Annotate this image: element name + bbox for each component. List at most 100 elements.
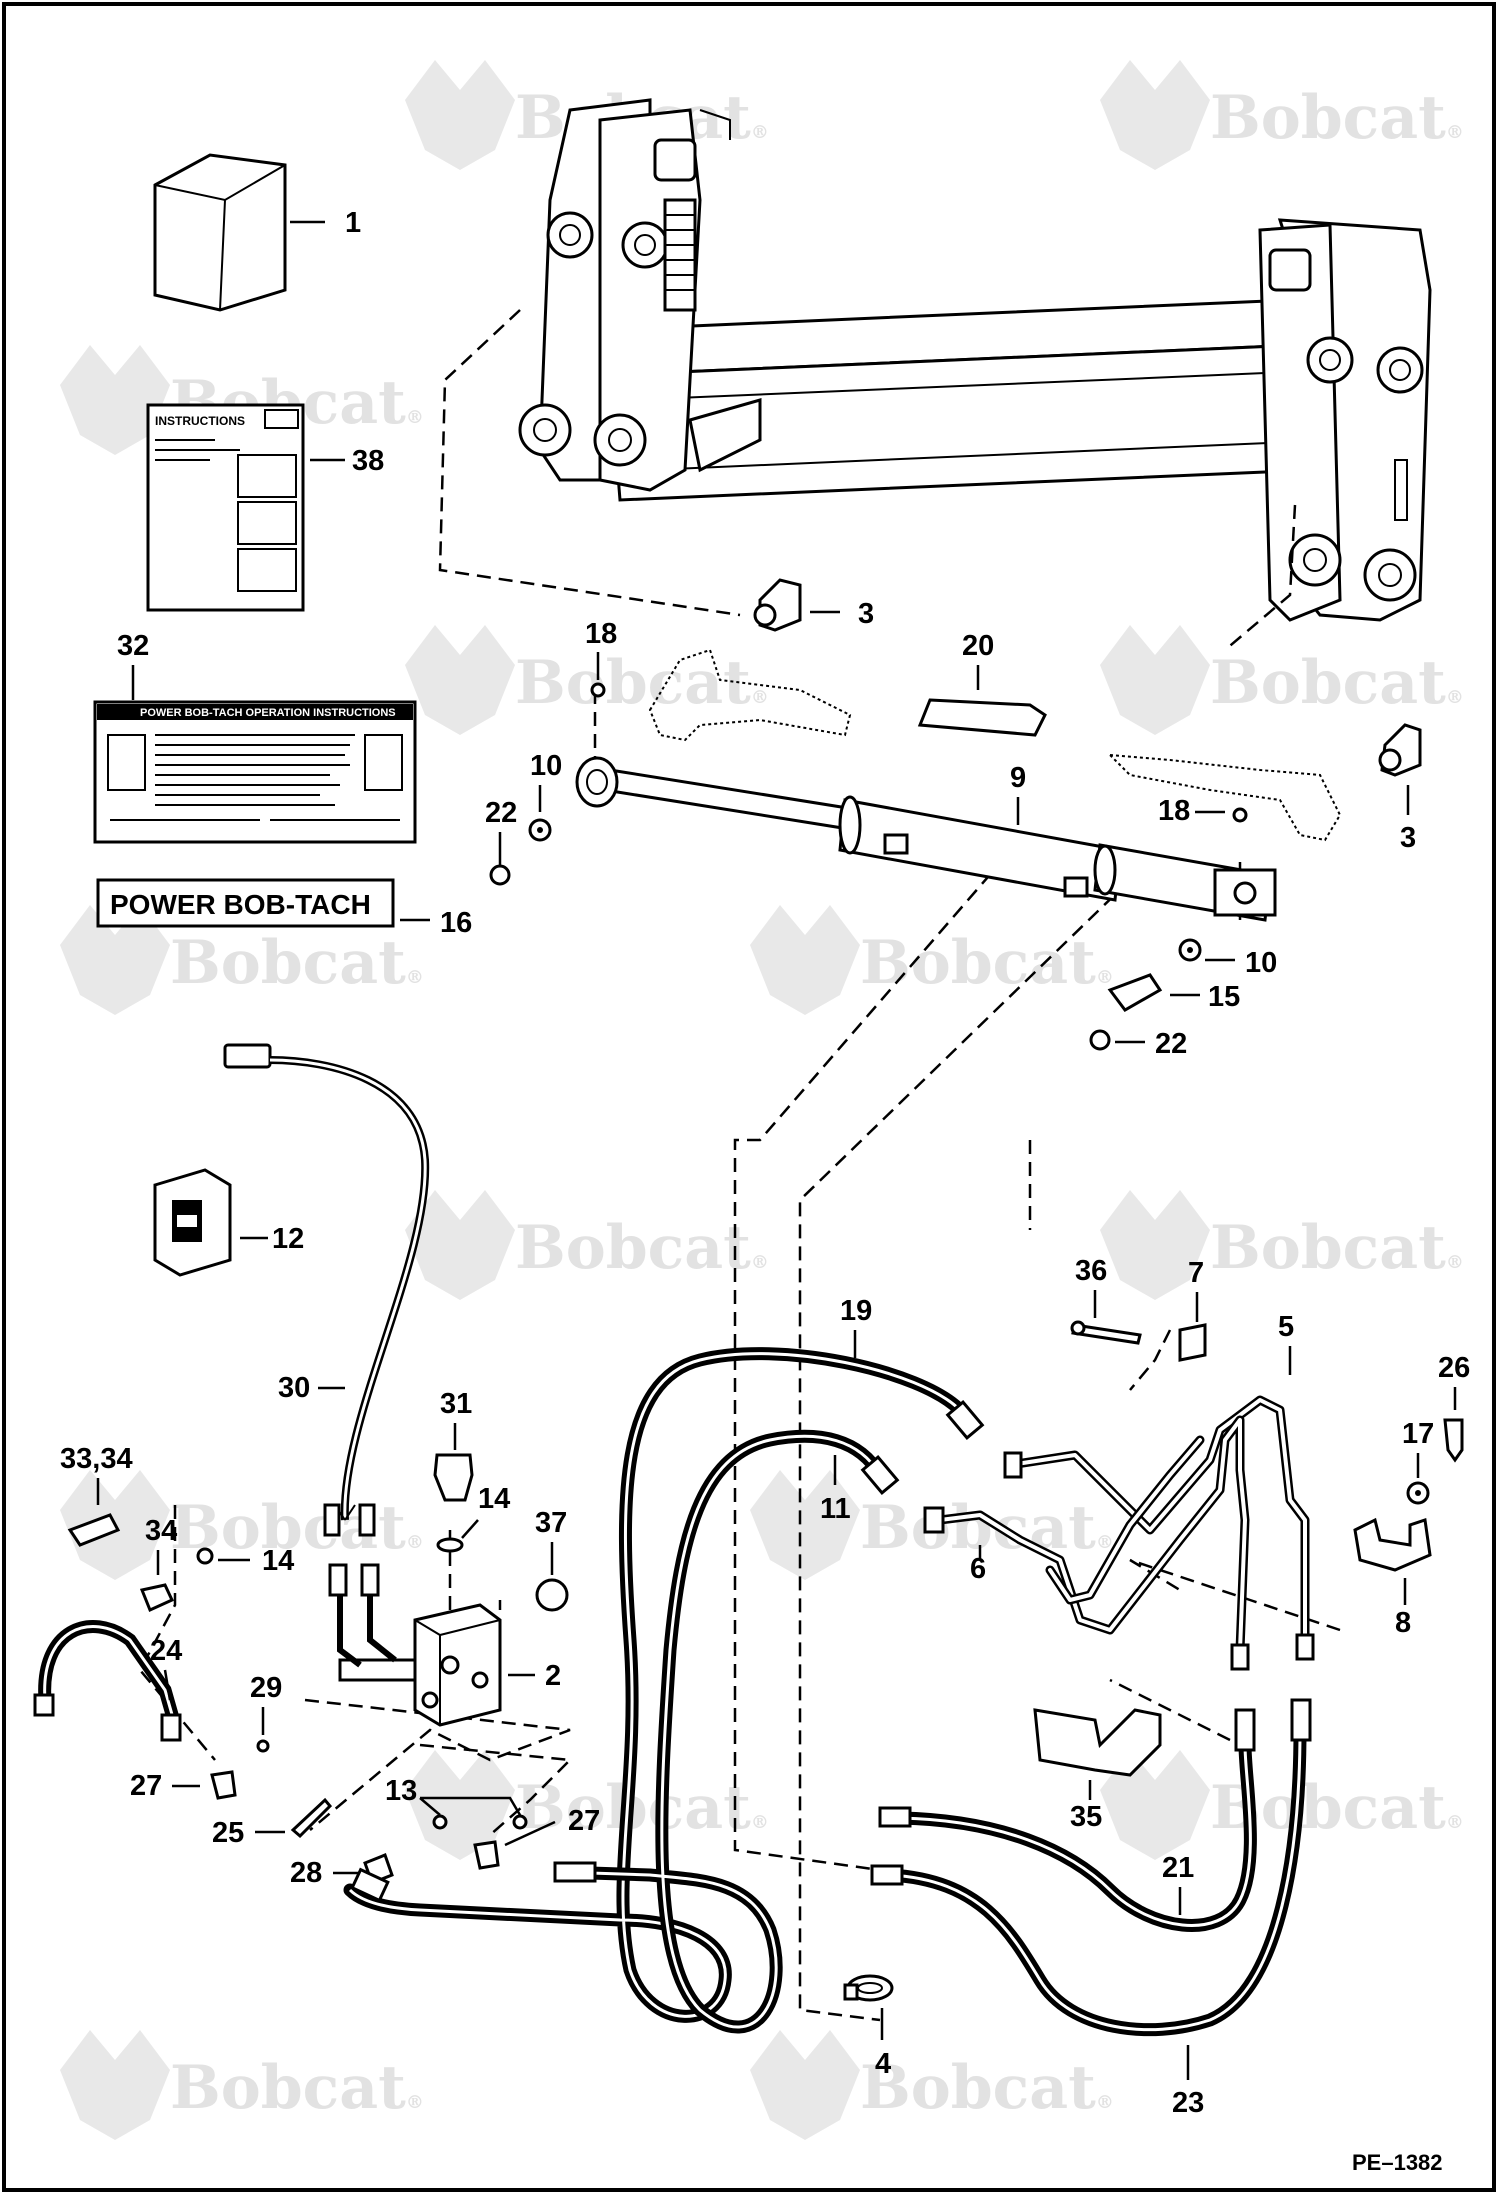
- callout-18b: 18: [1158, 795, 1190, 827]
- instructions-title: INSTRUCTIONS: [155, 414, 245, 428]
- part-32-operation-decal: POWER BOB-TACH OPERATION INSTRUCTIONS: [93, 700, 417, 844]
- callout-33-34: 33,34: [60, 1443, 133, 1475]
- watermark-text: Bobcat®: [515, 1773, 769, 1843]
- callout-36: 36: [1075, 1255, 1107, 1287]
- part-27-elbow-right: [473, 1840, 500, 1870]
- part-7-clamp: [1178, 1323, 1207, 1362]
- watermark-text: Bobcat®: [1210, 83, 1464, 153]
- part-27-elbow-left: [210, 1770, 237, 1800]
- part-1-box: [153, 153, 325, 312]
- callout-15: 15: [1208, 981, 1240, 1013]
- part-3-wedge-left: [753, 578, 840, 632]
- registered-mark: ®: [751, 122, 769, 143]
- part-38-instructions-sheet: INSTRUCTIONS: [146, 403, 345, 612]
- callout-20: 20: [962, 630, 994, 662]
- callout-4: 4: [875, 2048, 891, 2080]
- part-34-adapter: [139, 1583, 174, 1613]
- part-18-fitting-right: [1232, 807, 1248, 823]
- registered-mark: ®: [1096, 967, 1114, 988]
- registered-mark: ®: [751, 1812, 769, 1833]
- part-22-bolt-right: [1089, 1029, 1111, 1051]
- callout-1: 1: [345, 207, 361, 239]
- part-20-cover: [917, 698, 1047, 737]
- part-2-valve-block: [328, 1563, 535, 1727]
- bobcat-logo-icon: [750, 905, 860, 1015]
- leader-27b: [504, 1820, 556, 1847]
- callout-23: 23: [1172, 2087, 1204, 2119]
- watermark-group: Bobcat® Bobcat® Bobcat® Bobcat® Bobcat® …: [60, 60, 1464, 2140]
- watermark-text: Bobcat®: [1210, 648, 1464, 718]
- bobcat-logo-icon: [750, 2030, 860, 2140]
- part-29-oring: [256, 1739, 270, 1753]
- part-4-hose-clamp: [843, 1974, 894, 2002]
- registered-mark: ®: [1446, 1252, 1464, 1273]
- callout-34: 34: [145, 1515, 177, 1547]
- callout-14b: 14: [262, 1545, 294, 1577]
- callout-8: 8: [1395, 1607, 1411, 1639]
- link-arm-right: [1107, 753, 1342, 842]
- watermark-text: Bobcat®: [170, 1493, 424, 1563]
- part-31-fitting: [433, 1453, 474, 1502]
- bobcat-logo-icon: [405, 1750, 515, 1860]
- part-12-switch: [153, 1168, 268, 1277]
- part-22-bolt-left: [489, 864, 511, 886]
- callout-30: 30: [278, 1372, 310, 1404]
- part-9-cylinder: [575, 756, 1277, 922]
- part-15-pin: [1107, 973, 1163, 1012]
- bobcat-logo-icon: [1100, 1750, 1210, 1860]
- watermark: Bobcat®: [750, 905, 1114, 1015]
- watermark-text: Bobcat®: [170, 928, 424, 998]
- registered-mark: ®: [406, 407, 424, 428]
- callout-13: 13: [385, 1775, 417, 1807]
- callout-24: 24: [150, 1635, 182, 1667]
- registered-mark: ®: [1096, 1532, 1114, 1553]
- watermark: Bobcat®: [1100, 625, 1464, 735]
- part-13-oring-b: [512, 1814, 528, 1830]
- watermark-text: Bobcat®: [515, 1213, 769, 1283]
- bobcat-logo-icon: [405, 1190, 515, 1300]
- callout-22a: 22: [485, 797, 517, 829]
- callout-17: 17: [1402, 1418, 1434, 1450]
- callout-5: 5: [1278, 1311, 1294, 1343]
- watermark: Bobcat®: [1100, 1190, 1464, 1300]
- callout-19: 19: [840, 1295, 872, 1327]
- callout-37: 37: [535, 1507, 567, 1539]
- callout-18a: 18: [585, 618, 617, 650]
- part-30-wire-harness: [223, 1043, 430, 1537]
- bobcat-logo-icon: [1100, 60, 1210, 170]
- callout-3b: 3: [1400, 822, 1416, 854]
- part-14-oring-upper: [436, 1537, 464, 1553]
- part-25-bolt: [290, 1797, 333, 1839]
- callout-31: 31: [440, 1388, 472, 1420]
- watermark-text: Bobcat®: [1210, 1213, 1464, 1283]
- bobcat-logo-icon: [405, 60, 515, 170]
- bobcat-logo-icon: [60, 345, 170, 455]
- callout-35: 35: [1070, 1801, 1102, 1833]
- watermark: Bobcat®: [405, 1750, 769, 1860]
- watermark-text: Bobcat®: [515, 648, 769, 718]
- callout-3a: 3: [858, 598, 874, 630]
- bob-tach-decal-label: POWER BOB-TACH: [110, 889, 371, 920]
- part-24-hose: [33, 1620, 182, 1742]
- part-35-bracket: [1033, 1708, 1162, 1777]
- watermark: Bobcat®: [60, 2030, 424, 2140]
- callout-10a: 10: [530, 750, 562, 782]
- callout-29: 29: [250, 1672, 282, 1704]
- bobcat-logo-icon: [1100, 625, 1210, 735]
- part-8-bracket: [1353, 1517, 1432, 1572]
- part-13-oring-a: [432, 1814, 448, 1830]
- callout-16: 16: [440, 907, 472, 939]
- callout-21: 21: [1162, 1852, 1194, 1884]
- watermark: Bobcat®: [60, 1470, 424, 1580]
- part-33-34-fitting: [67, 1513, 121, 1547]
- part-14-oring-lower: [196, 1547, 214, 1565]
- watermark: Bobcat®: [750, 1470, 1114, 1580]
- watermark: Bobcat®: [405, 625, 769, 735]
- leader-13: [419, 1796, 522, 1816]
- figure-id: PE–1382: [1352, 2150, 1443, 2175]
- hose-assembly: [343, 1347, 1312, 2037]
- callout-38: 38: [352, 445, 384, 477]
- callout-11: 11: [820, 1493, 851, 1525]
- part-37-seal: [535, 1578, 569, 1612]
